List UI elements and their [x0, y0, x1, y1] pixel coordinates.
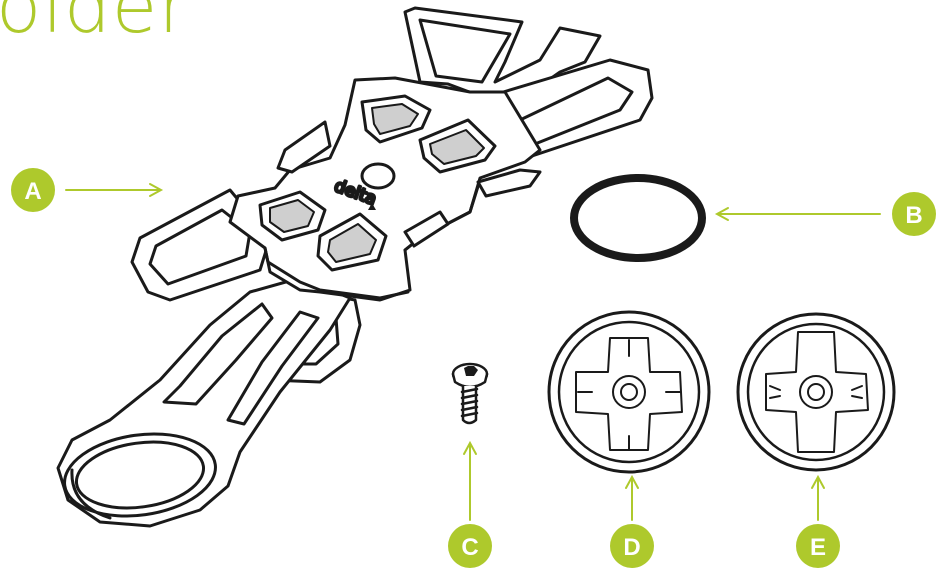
page-title: older [0, 0, 190, 50]
badge-c-label: C [461, 534, 478, 561]
callout-arrow-e [811, 474, 825, 521]
badge-d-label: D [623, 534, 640, 561]
badge-a-label: A [24, 178, 41, 205]
badge-d: D [610, 524, 654, 568]
badge-c: C [448, 524, 492, 568]
badge-b-label: B [905, 202, 922, 229]
mount-adapter-d [547, 310, 711, 474]
handlebar-holder: delta [56, 6, 654, 528]
badge-b: B [892, 192, 936, 236]
mount-adapter-e [736, 312, 896, 472]
center-hole [360, 162, 396, 190]
callout-arrow-d [625, 474, 639, 521]
badge-e-label: E [810, 534, 826, 561]
screw [451, 362, 489, 425]
callout-arrow-c [463, 440, 477, 521]
o-ring [570, 174, 706, 262]
callout-arrow-a [65, 183, 164, 197]
badge-a: A [11, 168, 55, 212]
badge-e: E [796, 524, 840, 568]
callout-arrow-b [714, 207, 881, 221]
